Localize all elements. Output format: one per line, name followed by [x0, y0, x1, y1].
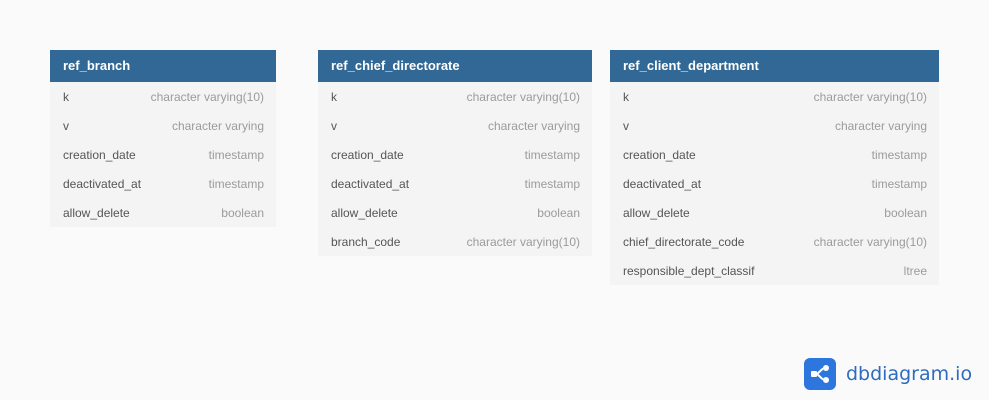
table-column-row[interactable]: creation_date timestamp: [50, 140, 276, 169]
table-column-row[interactable]: allow_delete boolean: [50, 198, 276, 227]
table-column-row[interactable]: allow_delete boolean: [610, 198, 939, 227]
table-column-row[interactable]: deactivated_at timestamp: [50, 169, 276, 198]
column-type: character varying: [171, 118, 264, 133]
table-column-row[interactable]: k character varying(10): [318, 82, 592, 111]
column-type: character varying(10): [813, 234, 927, 249]
table-header[interactable]: ref_client_department: [610, 50, 939, 82]
column-name: allow_delete: [331, 205, 398, 220]
column-name: branch_code: [331, 234, 401, 249]
table-column-row[interactable]: responsible_dept_classif ltree: [610, 256, 939, 285]
column-name: k: [63, 89, 69, 104]
column-name: creation_date: [623, 147, 696, 162]
table-column-row[interactable]: deactivated_at timestamp: [610, 169, 939, 198]
column-name: deactivated_at: [63, 176, 142, 191]
column-type: timestamp: [871, 176, 927, 191]
share-nodes-icon: [804, 358, 836, 390]
column-name: chief_directorate_code: [623, 234, 745, 249]
column-type: timestamp: [208, 176, 264, 191]
column-name: v: [623, 118, 629, 133]
table-ref-branch[interactable]: ref_branch k character varying(10) v chara…: [50, 50, 276, 227]
column-type: timestamp: [524, 147, 580, 162]
table-header[interactable]: ref_chief_directorate: [318, 50, 592, 82]
column-name: deactivated_at: [331, 176, 410, 191]
column-type: ltree: [903, 263, 927, 278]
column-type: timestamp: [524, 176, 580, 191]
column-type: character varying(10): [466, 89, 580, 104]
column-name: creation_date: [331, 147, 404, 162]
column-type: timestamp: [871, 147, 927, 162]
column-type: boolean: [537, 205, 580, 220]
column-name: responsible_dept_classif: [623, 263, 755, 278]
table-column-row[interactable]: deactivated_at timestamp: [318, 169, 592, 198]
table-column-row[interactable]: chief_directorate_code character varying(…: [610, 227, 939, 256]
column-type: character varying(10): [466, 234, 580, 249]
column-type: character varying(10): [150, 89, 264, 104]
column-name: v: [331, 118, 337, 133]
table-column-row[interactable]: creation_date timestamp: [318, 140, 592, 169]
column-name: k: [331, 89, 337, 104]
column-type: character varying(10): [813, 89, 927, 104]
table-column-row[interactable]: v character varying: [50, 111, 276, 140]
logo-text: dbdiagram.io: [846, 363, 973, 385]
column-name: deactivated_at: [623, 176, 702, 191]
column-name: k: [623, 89, 629, 104]
column-name: allow_delete: [623, 205, 690, 220]
table-column-row[interactable]: v character varying: [318, 111, 592, 140]
table-column-row[interactable]: branch_code character varying(10): [318, 227, 592, 256]
column-type: boolean: [221, 205, 264, 220]
column-type: character varying: [834, 118, 927, 133]
table-column-row[interactable]: v character varying: [610, 111, 939, 140]
table-ref-chief-directorate[interactable]: ref_chief_directorate k character varying…: [318, 50, 592, 256]
column-type: boolean: [884, 205, 927, 220]
column-name: v: [63, 118, 69, 133]
column-name: creation_date: [63, 147, 136, 162]
column-name: allow_delete: [63, 205, 130, 220]
table-column-row[interactable]: allow_delete boolean: [318, 198, 592, 227]
dbdiagram-logo[interactable]: dbdiagram.io: [804, 358, 972, 390]
column-type: character varying: [487, 118, 580, 133]
table-column-row[interactable]: creation_date timestamp: [610, 140, 939, 169]
table-column-row[interactable]: k character varying(10): [50, 82, 276, 111]
column-type: timestamp: [208, 147, 264, 162]
table-column-row[interactable]: k character varying(10): [610, 82, 939, 111]
table-header[interactable]: ref_branch: [50, 50, 276, 82]
table-ref-client-department[interactable]: ref_client_department k character varying…: [610, 50, 939, 285]
